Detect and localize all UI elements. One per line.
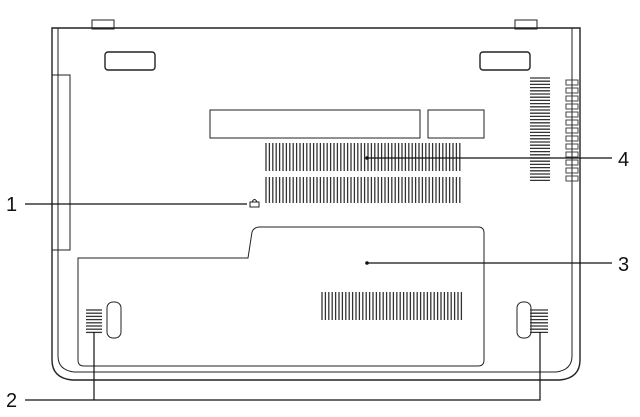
rubber-foot-top-left: [104, 51, 156, 71]
rubber-foot-top-right: [479, 51, 531, 71]
side-slot: [565, 87, 579, 94]
rubber-foot-bottom-left: [106, 301, 122, 339]
label-recess-small: [427, 109, 485, 139]
side-slot: [565, 79, 579, 86]
cover-vent: [321, 292, 463, 320]
side-slot: [565, 103, 579, 110]
side-slot: [565, 135, 579, 142]
hinge-tab-left: [91, 19, 115, 30]
rubber-foot-bottom-right: [516, 301, 532, 339]
callout-1: 1: [6, 194, 17, 216]
chassis-inner-edge: [57, 28, 573, 373]
intake-vent-top: [265, 143, 461, 203]
side-slot: [565, 111, 579, 118]
callout-4: 4: [618, 149, 629, 171]
speaker-grille-right: [530, 309, 548, 334]
callout-2: 2: [6, 390, 17, 412]
leader-dot-4: [365, 156, 369, 160]
label-recess-large: [209, 109, 421, 139]
side-slot: [565, 95, 579, 102]
side-slot: [565, 127, 579, 134]
side-slot: [565, 175, 579, 182]
side-panel-left: [51, 74, 71, 251]
side-slot: [565, 151, 579, 158]
side-slot: [565, 119, 579, 126]
lock-icon: [249, 199, 260, 208]
side-slot: [565, 167, 579, 174]
side-slot: [565, 159, 579, 166]
speaker-grille-left: [86, 309, 102, 334]
chassis-outline: [51, 27, 581, 381]
side-vent-right: [530, 77, 550, 182]
vent-rows-top: [265, 143, 461, 171]
leader-line-2: [25, 332, 541, 401]
side-slot: [565, 143, 579, 150]
hinge-tab-right: [514, 19, 538, 30]
access-cover: [77, 226, 485, 367]
vent-rows-bottom: [265, 177, 461, 203]
leader-dot-3: [365, 261, 369, 265]
callout-3: 3: [618, 254, 629, 276]
side-vent-slots: [565, 79, 579, 182]
